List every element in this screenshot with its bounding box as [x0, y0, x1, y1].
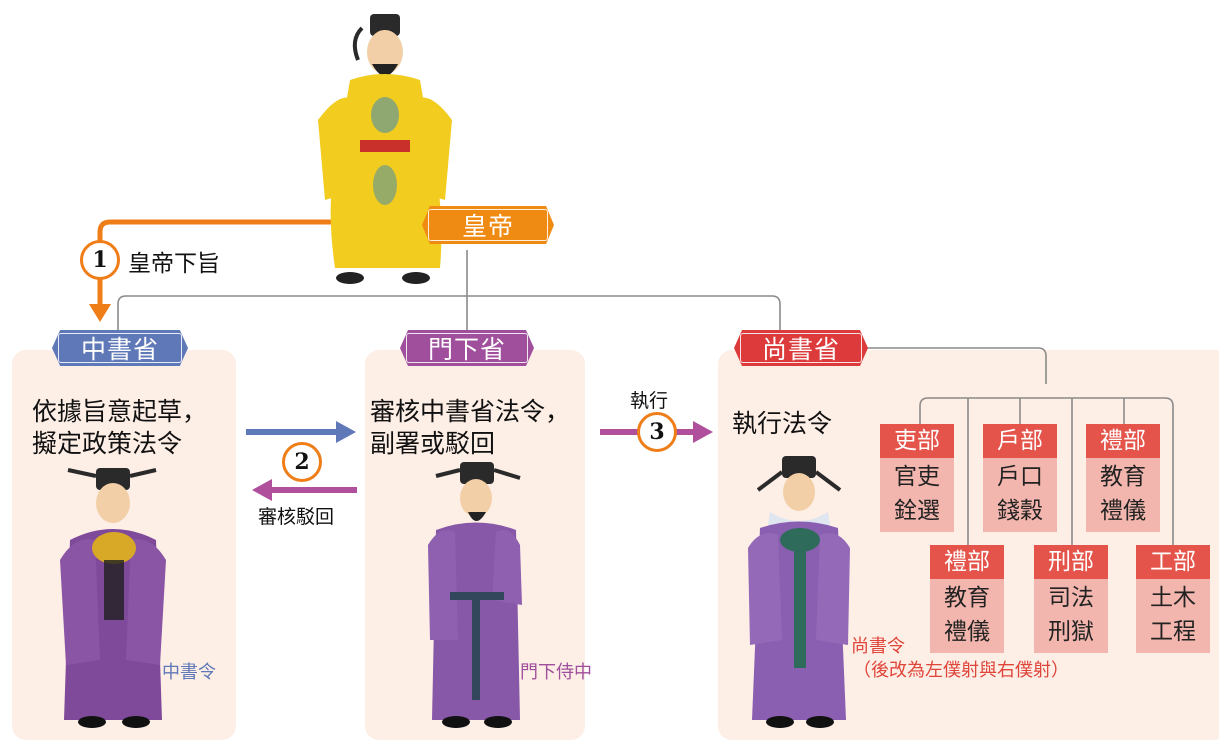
emperor-label: 皇帝 [422, 206, 554, 244]
ministry-box: 戶部 戶口 錢穀 [983, 424, 1057, 532]
emperor-label-text: 皇帝 [461, 212, 514, 241]
ministry-box: 刑部 司法 刑獄 [1034, 545, 1108, 653]
step2-arrows [246, 421, 357, 501]
step2-text: 審核駁回 [258, 506, 335, 528]
zhongshu-official-figure-icon [60, 468, 166, 728]
step2-number: 2 [282, 442, 322, 482]
menxia-desc-line1: 審核中書省法令， [370, 397, 571, 426]
step3-text: 執行 [630, 390, 669, 412]
menxia-official: 門下侍中 [520, 662, 592, 683]
ministry-duty: 教育 [1100, 464, 1146, 490]
shangshu-official-note: （後改為左僕射與右僕射） [853, 660, 1069, 681]
ministry-duty: 刑獄 [1048, 619, 1094, 645]
step1-number: 1 [80, 240, 120, 280]
ministry-duty: 土木 [1150, 585, 1196, 611]
ministry-duty: 禮儀 [1100, 498, 1146, 524]
shangshu-header-text: 尚書省 [761, 335, 840, 364]
step3-number: 3 [637, 412, 677, 452]
ministry-name: 吏部 [880, 424, 954, 458]
zhongshu-desc-line2: 擬定政策法令 [32, 429, 183, 458]
menxia-header: 門下省 [400, 330, 534, 366]
shangshu-header: 尚書省 [734, 330, 868, 366]
ministry-name: 禮部 [930, 545, 1004, 579]
ministry-duty: 禮儀 [944, 619, 990, 645]
ministry-duty: 工程 [1150, 619, 1196, 645]
shangshu-desc: 執行法令 [732, 409, 833, 438]
emperor-figure-icon [318, 14, 452, 284]
ministry-name: 刑部 [1034, 545, 1108, 579]
step1-arrow [89, 219, 425, 322]
ministry-name: 工部 [1136, 545, 1210, 579]
ministry-box: 禮部 教育 禮儀 [1086, 424, 1160, 532]
step1-text: 皇帝下旨 [128, 251, 220, 277]
menxia-header-text: 門下省 [427, 335, 506, 364]
ministry-name: 戶部 [983, 424, 1057, 458]
zhongshu-desc-line1: 依據旨意起草， [32, 397, 208, 426]
ministry-duty: 錢穀 [997, 498, 1043, 524]
connector-lines [117, 250, 1174, 560]
ministry-name: 禮部 [1086, 424, 1160, 458]
shangshu-official: 尚書令 [851, 636, 905, 657]
ministry-box: 工部 土木 工程 [1136, 545, 1210, 653]
ministry-duty: 官吏 [894, 464, 940, 490]
ministry-box: 禮部 教育 禮儀 [930, 545, 1004, 653]
zhongshu-header-text: 中書省 [80, 335, 159, 364]
zhongshu-header: 中書省 [52, 330, 188, 366]
ministry-duty: 戶口 [997, 464, 1043, 490]
menxia-official-figure-icon [428, 462, 522, 728]
ministry-duty: 教育 [944, 585, 990, 611]
ministry-duty: 司法 [1048, 585, 1094, 611]
ministry-box: 吏部 官吏 銓選 [880, 424, 954, 532]
ministry-duty: 銓選 [894, 498, 940, 524]
menxia-desc-line2: 副署或駁回 [370, 429, 496, 458]
shangshu-official-figure-icon [748, 456, 850, 728]
zhongshu-official: 中書令 [162, 662, 216, 683]
